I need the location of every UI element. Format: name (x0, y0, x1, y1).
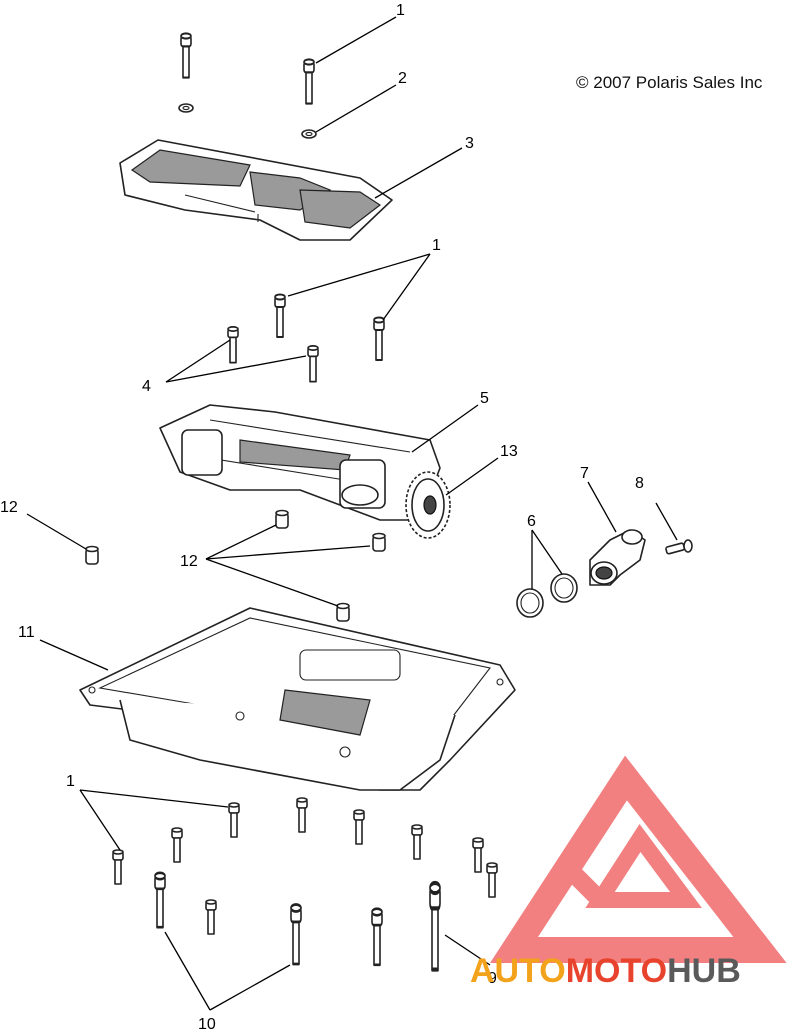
o-ring-part-6-right (550, 573, 578, 603)
oil-pump-assembly-part-5 (159, 404, 441, 521)
copyright-text: © 2007 Polaris Sales Inc (576, 73, 763, 92)
watermark-text: AUTOMOTOHUB (470, 952, 741, 990)
callout-3: 3 (465, 135, 474, 152)
bolt-part-1-lower-b (171, 827, 183, 863)
callout-13: 13 (500, 443, 518, 460)
callout-1-bottom: 1 (66, 773, 75, 790)
bolt-part-4-right (307, 345, 319, 383)
bolt-part-1-lower-a (112, 849, 124, 885)
callout-6: 6 (527, 513, 536, 530)
callout-1-middle: 1 (432, 237, 441, 254)
callout-1-top: 1 (396, 2, 405, 19)
bolt-part-4-left (227, 326, 239, 364)
washer-part-2-left (178, 103, 194, 113)
oil-pickup-fitting-part-7 (589, 529, 646, 586)
bolt-part-1-lower-h (486, 862, 498, 898)
baffle-plate-part-3 (119, 139, 393, 241)
callout-7: 7 (580, 465, 589, 482)
washer-part-2-right (301, 129, 317, 139)
callout-10: 10 (198, 1016, 216, 1033)
bolt-part-1-lower-c (228, 802, 240, 838)
watermark-moto: MOTO (566, 952, 667, 990)
bolt-part-1-lower-e (353, 809, 365, 845)
callout-9: 9 (488, 970, 497, 987)
callout-11: 11 (18, 624, 35, 641)
leader-lines (26, 16, 678, 1011)
callout-12-left: 12 (0, 499, 18, 516)
dowel-pin-part-12-b (372, 532, 386, 552)
long-bolt-part-9 (430, 883, 440, 970)
dowel-pin-part-12-left (85, 545, 99, 565)
callout-8: 8 (635, 475, 644, 492)
automotohub-logo (490, 755, 787, 963)
long-bolt-part-10-right (289, 903, 303, 966)
bolt-part-1-lower-i (205, 899, 217, 935)
callout-2: 2 (398, 70, 407, 87)
bolt-part-1-lower-d (296, 797, 308, 833)
long-bolt-part-10-mid (370, 907, 384, 967)
bolt-part-1-top-left (179, 32, 193, 79)
dowel-pin-part-12-c (336, 602, 350, 622)
watermark-hub: HUB (667, 952, 741, 990)
callout-4: 4 (142, 378, 151, 395)
oil-pan-part-11 (79, 607, 516, 791)
bolt-part-1-lower-f (411, 824, 423, 860)
callout-12-center: 12 (180, 553, 198, 570)
bolt-part-1-lower-g (472, 837, 484, 873)
o-ring-part-6-left (516, 588, 544, 618)
bolt-part-1-top-right (302, 58, 316, 105)
screw-part-8 (665, 539, 693, 555)
watermark-auto: AUTO (470, 952, 566, 990)
drive-gear-part-13 (405, 471, 451, 539)
callout-5: 5 (480, 390, 489, 407)
long-bolt-part-10-left (153, 871, 167, 929)
bolt-part-1-mid-right (373, 316, 385, 361)
dowel-pin-part-12-a (275, 509, 289, 529)
bolt-part-1-mid-left (274, 293, 286, 338)
